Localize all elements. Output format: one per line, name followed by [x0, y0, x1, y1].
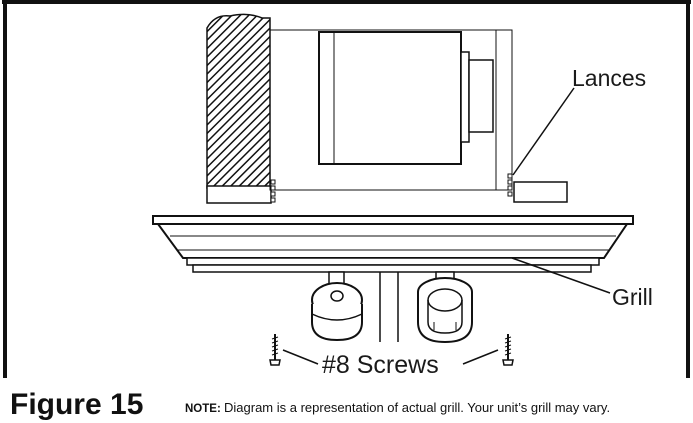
figure-title: Figure 15: [10, 388, 143, 421]
lances-label: Lances: [572, 65, 646, 91]
grill-label: Grill: [612, 284, 653, 310]
lances-leader: [512, 87, 575, 176]
left-knob: [311, 271, 363, 342]
note-label: NOTE:: [185, 403, 221, 415]
note-text: Diagram is a representation of actual gr…: [224, 400, 610, 415]
center-post: [379, 272, 399, 342]
screws-label: #8 Screws: [322, 351, 439, 379]
figure-frame: [2, 0, 691, 378]
screws-leader-left: [282, 349, 319, 365]
right-screw: [502, 334, 514, 366]
motor-block: [318, 31, 494, 165]
grill: [152, 215, 634, 273]
lance-tab: [507, 173, 568, 203]
screws-leader-right: [462, 349, 499, 365]
left-screw: [269, 334, 281, 366]
grill-leader: [511, 257, 611, 294]
fan-housing: [269, 29, 513, 191]
right-knob: [417, 271, 473, 344]
leader-lines: [282, 87, 611, 365]
hatched-joist: [206, 13, 276, 204]
